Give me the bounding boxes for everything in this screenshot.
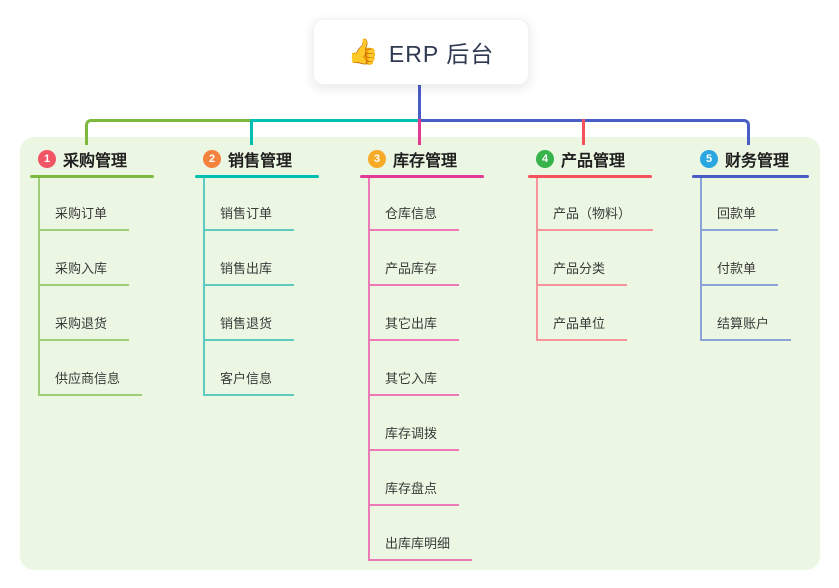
connector-root-stem (418, 83, 421, 122)
thumbs-up-icon: 👍 (347, 37, 379, 66)
child-label: 仓库信息 (385, 206, 438, 221)
child-node[interactable]: 产品分类 (536, 260, 628, 286)
child-label: 客户信息 (220, 371, 273, 386)
child-node[interactable]: 销售退货 (203, 315, 295, 341)
branch-label: 销售管理 (228, 153, 293, 170)
child-node[interactable]: 采购入库 (38, 260, 130, 286)
child-label: 产品库存 (385, 261, 438, 276)
child-node[interactable]: 采购退货 (38, 315, 130, 341)
child-node[interactable]: 供应商信息 (38, 370, 143, 396)
child-label: 采购退货 (55, 316, 108, 331)
child-node[interactable]: 付款单 (700, 260, 779, 286)
branch-underline (528, 175, 652, 178)
connector-drop-branch-3 (418, 119, 421, 145)
branch-spine (368, 178, 370, 561)
child-node[interactable]: 产品库存 (368, 260, 460, 286)
branch-node-2[interactable]: 2 销售管理 (203, 148, 292, 170)
branch-node-1[interactable]: 1 采购管理 (38, 148, 127, 170)
connector-drop-branch-2 (250, 119, 253, 145)
child-label: 付款单 (717, 261, 757, 276)
connector-drop-branch-4 (582, 119, 585, 145)
root-node[interactable]: 👍 ERP 后台 (313, 19, 529, 85)
connector-right-elbow (420, 119, 750, 145)
child-label: 供应商信息 (55, 371, 121, 386)
child-node[interactable]: 销售出库 (203, 260, 295, 286)
branch-node-3[interactable]: 3 库存管理 (368, 148, 457, 170)
branch-label: 产品管理 (561, 153, 626, 170)
branch-spine (536, 178, 538, 341)
child-node[interactable]: 采购订单 (38, 205, 130, 231)
child-label: 库存调拨 (385, 426, 438, 441)
child-node[interactable]: 销售订单 (203, 205, 295, 231)
branch-spine (38, 178, 40, 396)
child-label: 产品单位 (553, 316, 606, 331)
branch-underline (30, 175, 154, 178)
branch-underline (360, 175, 484, 178)
branch-underline (195, 175, 319, 178)
branch-number-badge: 3 (368, 150, 386, 168)
child-label: 销售订单 (220, 206, 273, 221)
branch-label: 库存管理 (393, 153, 458, 170)
child-node[interactable]: 库存调拨 (368, 425, 460, 451)
branch-node-5[interactable]: 5 财务管理 (700, 148, 789, 170)
root-label: ERP 后台 (388, 41, 495, 67)
child-node[interactable]: 客户信息 (203, 370, 295, 396)
branch-label: 财务管理 (725, 153, 790, 170)
branch-number-badge: 5 (700, 150, 718, 168)
branch-number-badge: 2 (203, 150, 221, 168)
child-node[interactable]: 产品（物料） (536, 205, 654, 231)
child-label: 产品（物料） (553, 206, 632, 221)
child-label: 结算账户 (717, 316, 770, 331)
child-label: 其它出库 (385, 316, 438, 331)
branch-underline (692, 175, 809, 178)
child-label: 产品分类 (553, 261, 606, 276)
child-node[interactable]: 产品单位 (536, 315, 628, 341)
child-node[interactable]: 库存盘点 (368, 480, 460, 506)
connector-middle-segment (250, 119, 420, 122)
child-node[interactable]: 仓库信息 (368, 205, 460, 231)
branch-number-badge: 4 (536, 150, 554, 168)
child-node[interactable]: 出库库明细 (368, 535, 473, 561)
child-label: 出库库明细 (385, 536, 451, 551)
child-label: 其它入库 (385, 371, 438, 386)
branch-label: 采购管理 (63, 153, 128, 170)
child-node[interactable]: 结算账户 (700, 315, 792, 341)
child-label: 销售退货 (220, 316, 273, 331)
branch-number-badge: 1 (38, 150, 56, 168)
child-node[interactable]: 回款单 (700, 205, 779, 231)
child-node[interactable]: 其它出库 (368, 315, 460, 341)
child-label: 库存盘点 (385, 481, 438, 496)
child-node[interactable]: 其它入库 (368, 370, 460, 396)
child-label: 销售出库 (220, 261, 273, 276)
branch-node-4[interactable]: 4 产品管理 (536, 148, 625, 170)
branch-panel-background (20, 137, 820, 570)
branch-spine (700, 178, 702, 341)
child-label: 采购入库 (55, 261, 108, 276)
connector-left-elbow (85, 119, 250, 145)
branch-spine (203, 178, 205, 396)
child-label: 采购订单 (55, 206, 108, 221)
child-label: 回款单 (717, 206, 757, 221)
